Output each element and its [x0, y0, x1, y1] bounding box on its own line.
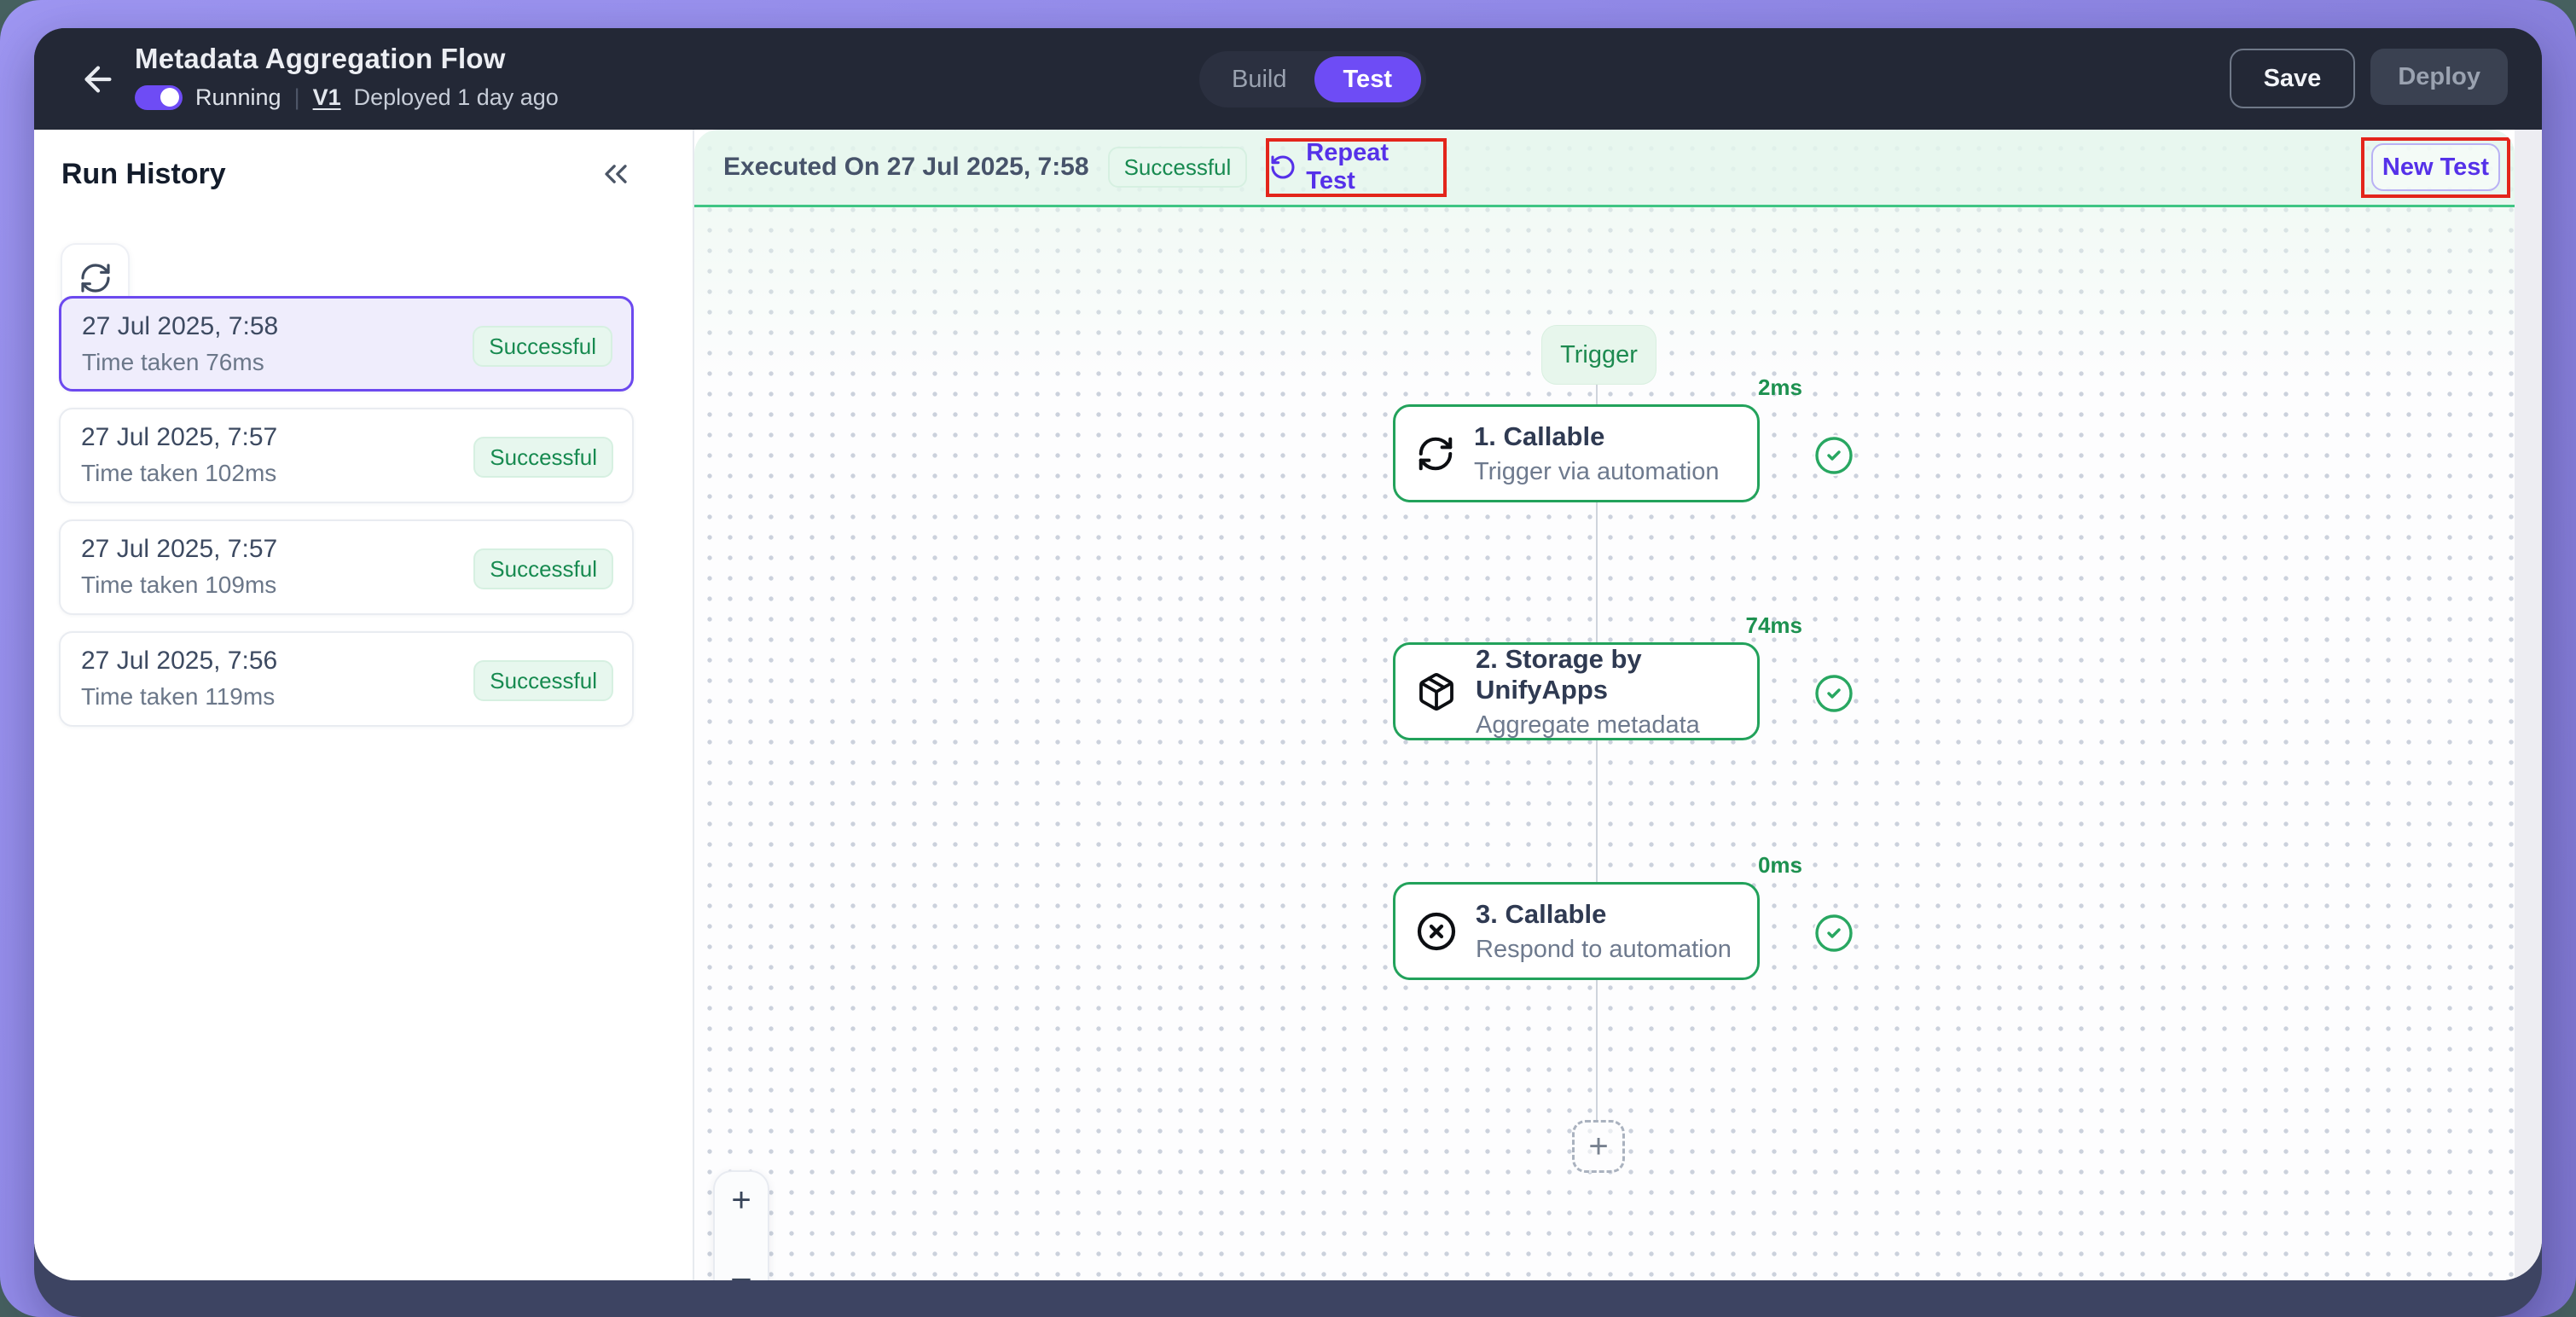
run-history-item[interactable]: 27 Jul 2025, 7:56 Time taken 119ms Succe…	[59, 631, 634, 727]
run-time-taken: Time taken 76ms	[82, 349, 264, 375]
zoom-in-button[interactable]: +	[731, 1181, 751, 1219]
run-date: 27 Jul 2025, 7:58	[82, 312, 279, 340]
flow-step-node[interactable]: 2. Storage by UnifyApps Aggregate metada…	[1393, 612, 1854, 740]
mode-switch: Build Test	[1199, 51, 1426, 107]
run-history-title: Run History	[61, 158, 226, 190]
executed-on-label: Executed On 27 Jul 2025, 7:58	[723, 153, 1089, 181]
success-check-icon	[1813, 673, 1854, 714]
zoom-controls: + −	[713, 1170, 769, 1280]
node-subtitle: Respond to automation	[1476, 935, 1732, 963]
collapse-sidebar-button[interactable]	[597, 155, 635, 193]
run-status-badge: Successful	[473, 548, 613, 589]
deploy-button[interactable]: Deploy	[2370, 49, 2508, 105]
plus-icon: +	[1588, 1127, 1609, 1165]
run-status-badge: Successful	[473, 326, 612, 367]
success-check-icon	[1813, 435, 1854, 476]
repeat-test-annotation-box: Repeat Test	[1266, 137, 1448, 197]
circle-x-icon	[1416, 911, 1457, 952]
run-status-badge: Successful	[473, 660, 613, 701]
running-toggle[interactable]	[135, 84, 183, 110]
node-duration-label: 2ms	[1757, 374, 1802, 400]
run-date: 27 Jul 2025, 7:57	[81, 423, 278, 451]
deployed-label: Deployed 1 day ago	[353, 84, 559, 110]
canvas-scrollbar-track[interactable]	[2515, 130, 2542, 1280]
flow-step-node[interactable]: 1. Callable Trigger via automation 2ms	[1393, 374, 1854, 502]
sidebar-canvas-divider	[693, 130, 694, 1280]
titlebar: Metadata Aggregation Flow Running | V1 D…	[34, 28, 2542, 130]
back-button[interactable]	[78, 60, 118, 99]
run-list: 27 Jul 2025, 7:58 Time taken 76ms Succes…	[59, 296, 634, 727]
app-window: Metadata Aggregation Flow Running | V1 D…	[34, 28, 2542, 1317]
node-subtitle: Aggregate metadata	[1476, 711, 1700, 739]
success-check-icon	[1813, 913, 1854, 954]
run-time-taken: Time taken 109ms	[81, 571, 277, 598]
flow-connector-line	[1596, 383, 1598, 1120]
run-time-taken: Time taken 102ms	[81, 460, 277, 486]
run-status-badge: Successful	[473, 437, 613, 478]
toggle-knob	[160, 88, 179, 107]
add-step-button[interactable]: +	[1572, 1120, 1625, 1173]
node-duration-label: 74ms	[1745, 612, 1803, 638]
flow-canvas[interactable]: Executed On 27 Jul 2025, 7:58 Successful…	[694, 130, 2515, 1280]
page-title: Metadata Aggregation Flow	[135, 43, 506, 74]
run-history-item[interactable]: 27 Jul 2025, 7:58 Time taken 76ms Succes…	[59, 296, 634, 392]
refresh-icon	[78, 261, 113, 295]
run-history-item[interactable]: 27 Jul 2025, 7:57 Time taken 102ms Succe…	[59, 408, 634, 503]
trigger-chip[interactable]: Trigger	[1541, 325, 1656, 385]
running-label: Running	[195, 84, 281, 110]
node-title: 3. Callable	[1476, 898, 1607, 929]
chevrons-left-icon	[597, 155, 635, 193]
arrow-left-icon	[78, 60, 118, 99]
package-icon	[1416, 671, 1457, 712]
run-date: 27 Jul 2025, 7:57	[81, 535, 278, 563]
node-title: 1. Callable	[1474, 421, 1605, 451]
new-test-annotation-box: New Test	[2361, 136, 2510, 198]
sync-icon	[1416, 434, 1455, 473]
node-subtitle: Trigger via automation	[1474, 457, 1720, 485]
node-duration-label: 0ms	[1757, 852, 1802, 878]
version-link[interactable]: V1	[312, 84, 341, 110]
run-history-sidebar: Run History 27 Jul 2025, 7:58 Time taken…	[34, 130, 693, 1280]
run-history-item[interactable]: 27 Jul 2025, 7:57 Time taken 109ms Succe…	[59, 519, 634, 615]
tab-test[interactable]: Test	[1314, 56, 1421, 102]
node-title: 2. Storage by UnifyApps	[1476, 643, 1642, 705]
divider: |	[293, 84, 300, 110]
rotate-ccw-icon	[1269, 154, 1297, 181]
new-test-button[interactable]: New Test	[2371, 143, 2500, 191]
run-date: 27 Jul 2025, 7:56	[81, 647, 278, 675]
execution-header-bar: Executed On 27 Jul 2025, 7:58 Successful…	[694, 130, 2515, 207]
zoom-out-button[interactable]: −	[730, 1259, 752, 1280]
run-time-taken: Time taken 119ms	[81, 683, 276, 710]
repeat-test-button[interactable]: Repeat Test	[1306, 139, 1389, 194]
flow-step-node[interactable]: 3. Callable Respond to automation 0ms	[1393, 852, 1854, 980]
content-area: Run History 27 Jul 2025, 7:58 Time taken…	[34, 130, 2542, 1280]
save-button[interactable]: Save	[2229, 49, 2356, 108]
execution-status-badge: Successful	[1107, 147, 1248, 188]
tab-build[interactable]: Build	[1232, 65, 1287, 93]
